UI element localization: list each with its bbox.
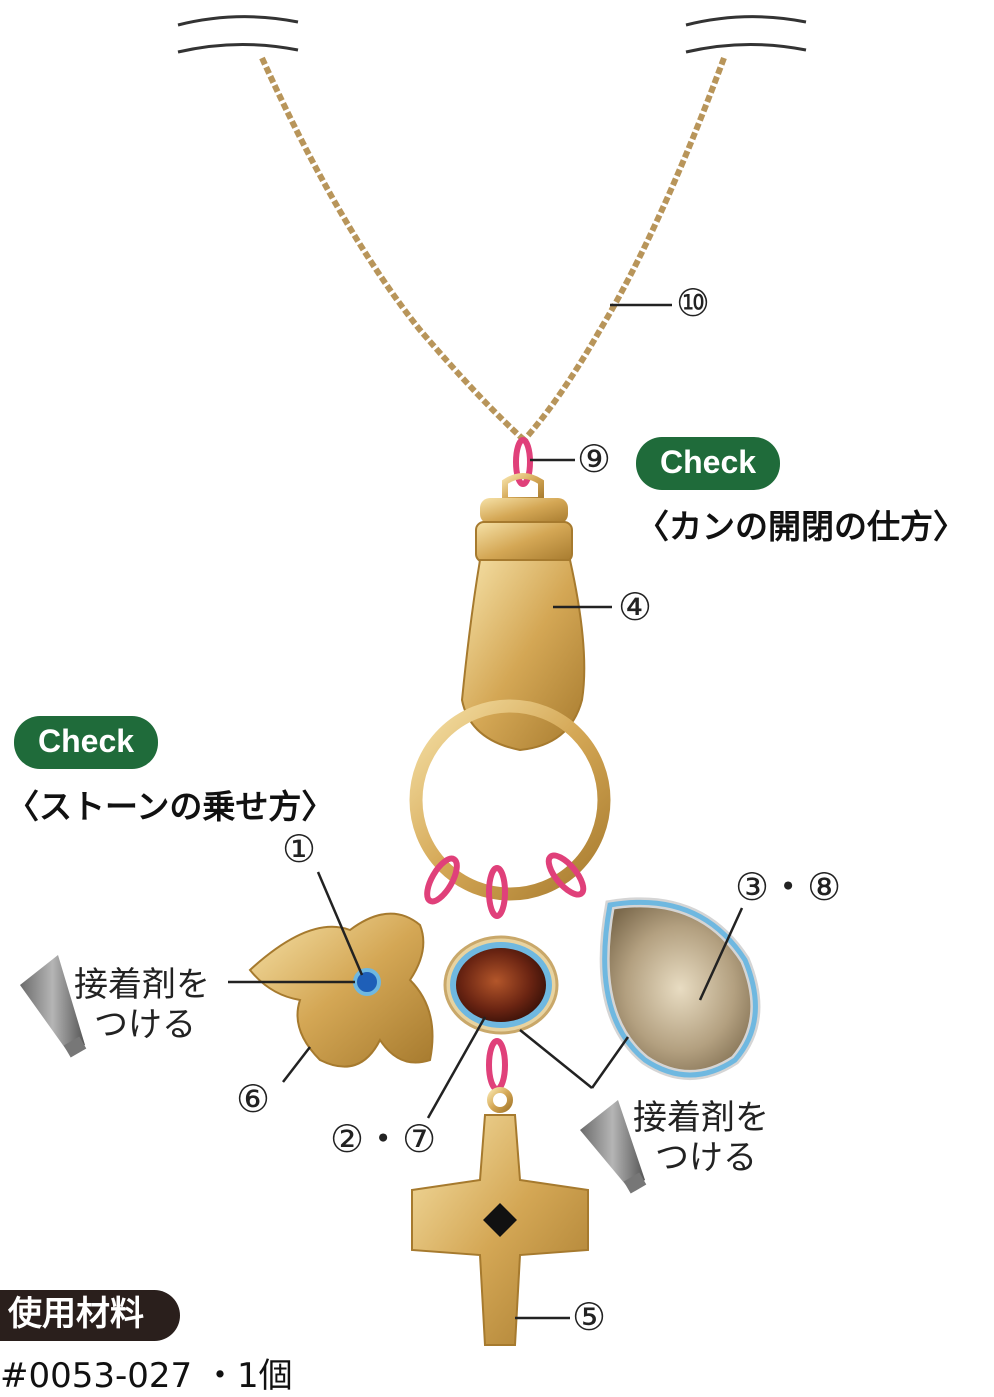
label-9: ⑨ [577, 437, 612, 481]
glue-note-left-line1: 接着剤を [74, 965, 210, 1005]
jump-ring [513, 437, 533, 487]
glue-tube-icon [580, 1100, 647, 1194]
glue-note-left: 接着剤を つける [74, 965, 210, 1045]
break-wave-icon [177, 15, 807, 54]
big-ring [409, 699, 611, 901]
check-button-rings[interactable]: Check [636, 437, 781, 491]
check-note-stone: 〈ストーンの乗せ方〉 [6, 787, 335, 826]
glue-note-right: 接着剤を つける [633, 1098, 769, 1178]
glue-tube-icon [20, 955, 87, 1058]
label-4: ④ [618, 585, 653, 629]
blue-stone [353, 968, 381, 996]
necklace-illustration [20, 15, 807, 1346]
check-note-rings: 〈カンの開閉の仕方〉 [636, 507, 966, 546]
check-button-stone[interactable]: Check [14, 716, 159, 770]
teardrop-stone-charm [599, 897, 761, 1080]
cross-charm [411, 1087, 589, 1346]
materials-badge: 使用材料 [0, 1290, 180, 1342]
oval-stone-charm [443, 935, 559, 1035]
materials-line: #0053-027 ・1個 [0, 1356, 293, 1396]
glue-note-left-line2: つける [94, 1005, 196, 1045]
label-3-8: ③・⑧ [735, 865, 842, 909]
label-10: ⑩ [676, 281, 711, 325]
bird-charm [248, 912, 434, 1068]
glue-note-right-line1: 接着剤を [633, 1098, 769, 1138]
label-5: ⑤ [572, 1295, 607, 1339]
label-2-7: ②・⑦ [330, 1117, 437, 1161]
leader-lines [228, 303, 744, 1320]
chain [259, 56, 727, 443]
label-1: ① [282, 827, 317, 871]
glue-note-right-line2: つける [655, 1138, 757, 1178]
label-6: ⑥ [236, 1077, 271, 1121]
